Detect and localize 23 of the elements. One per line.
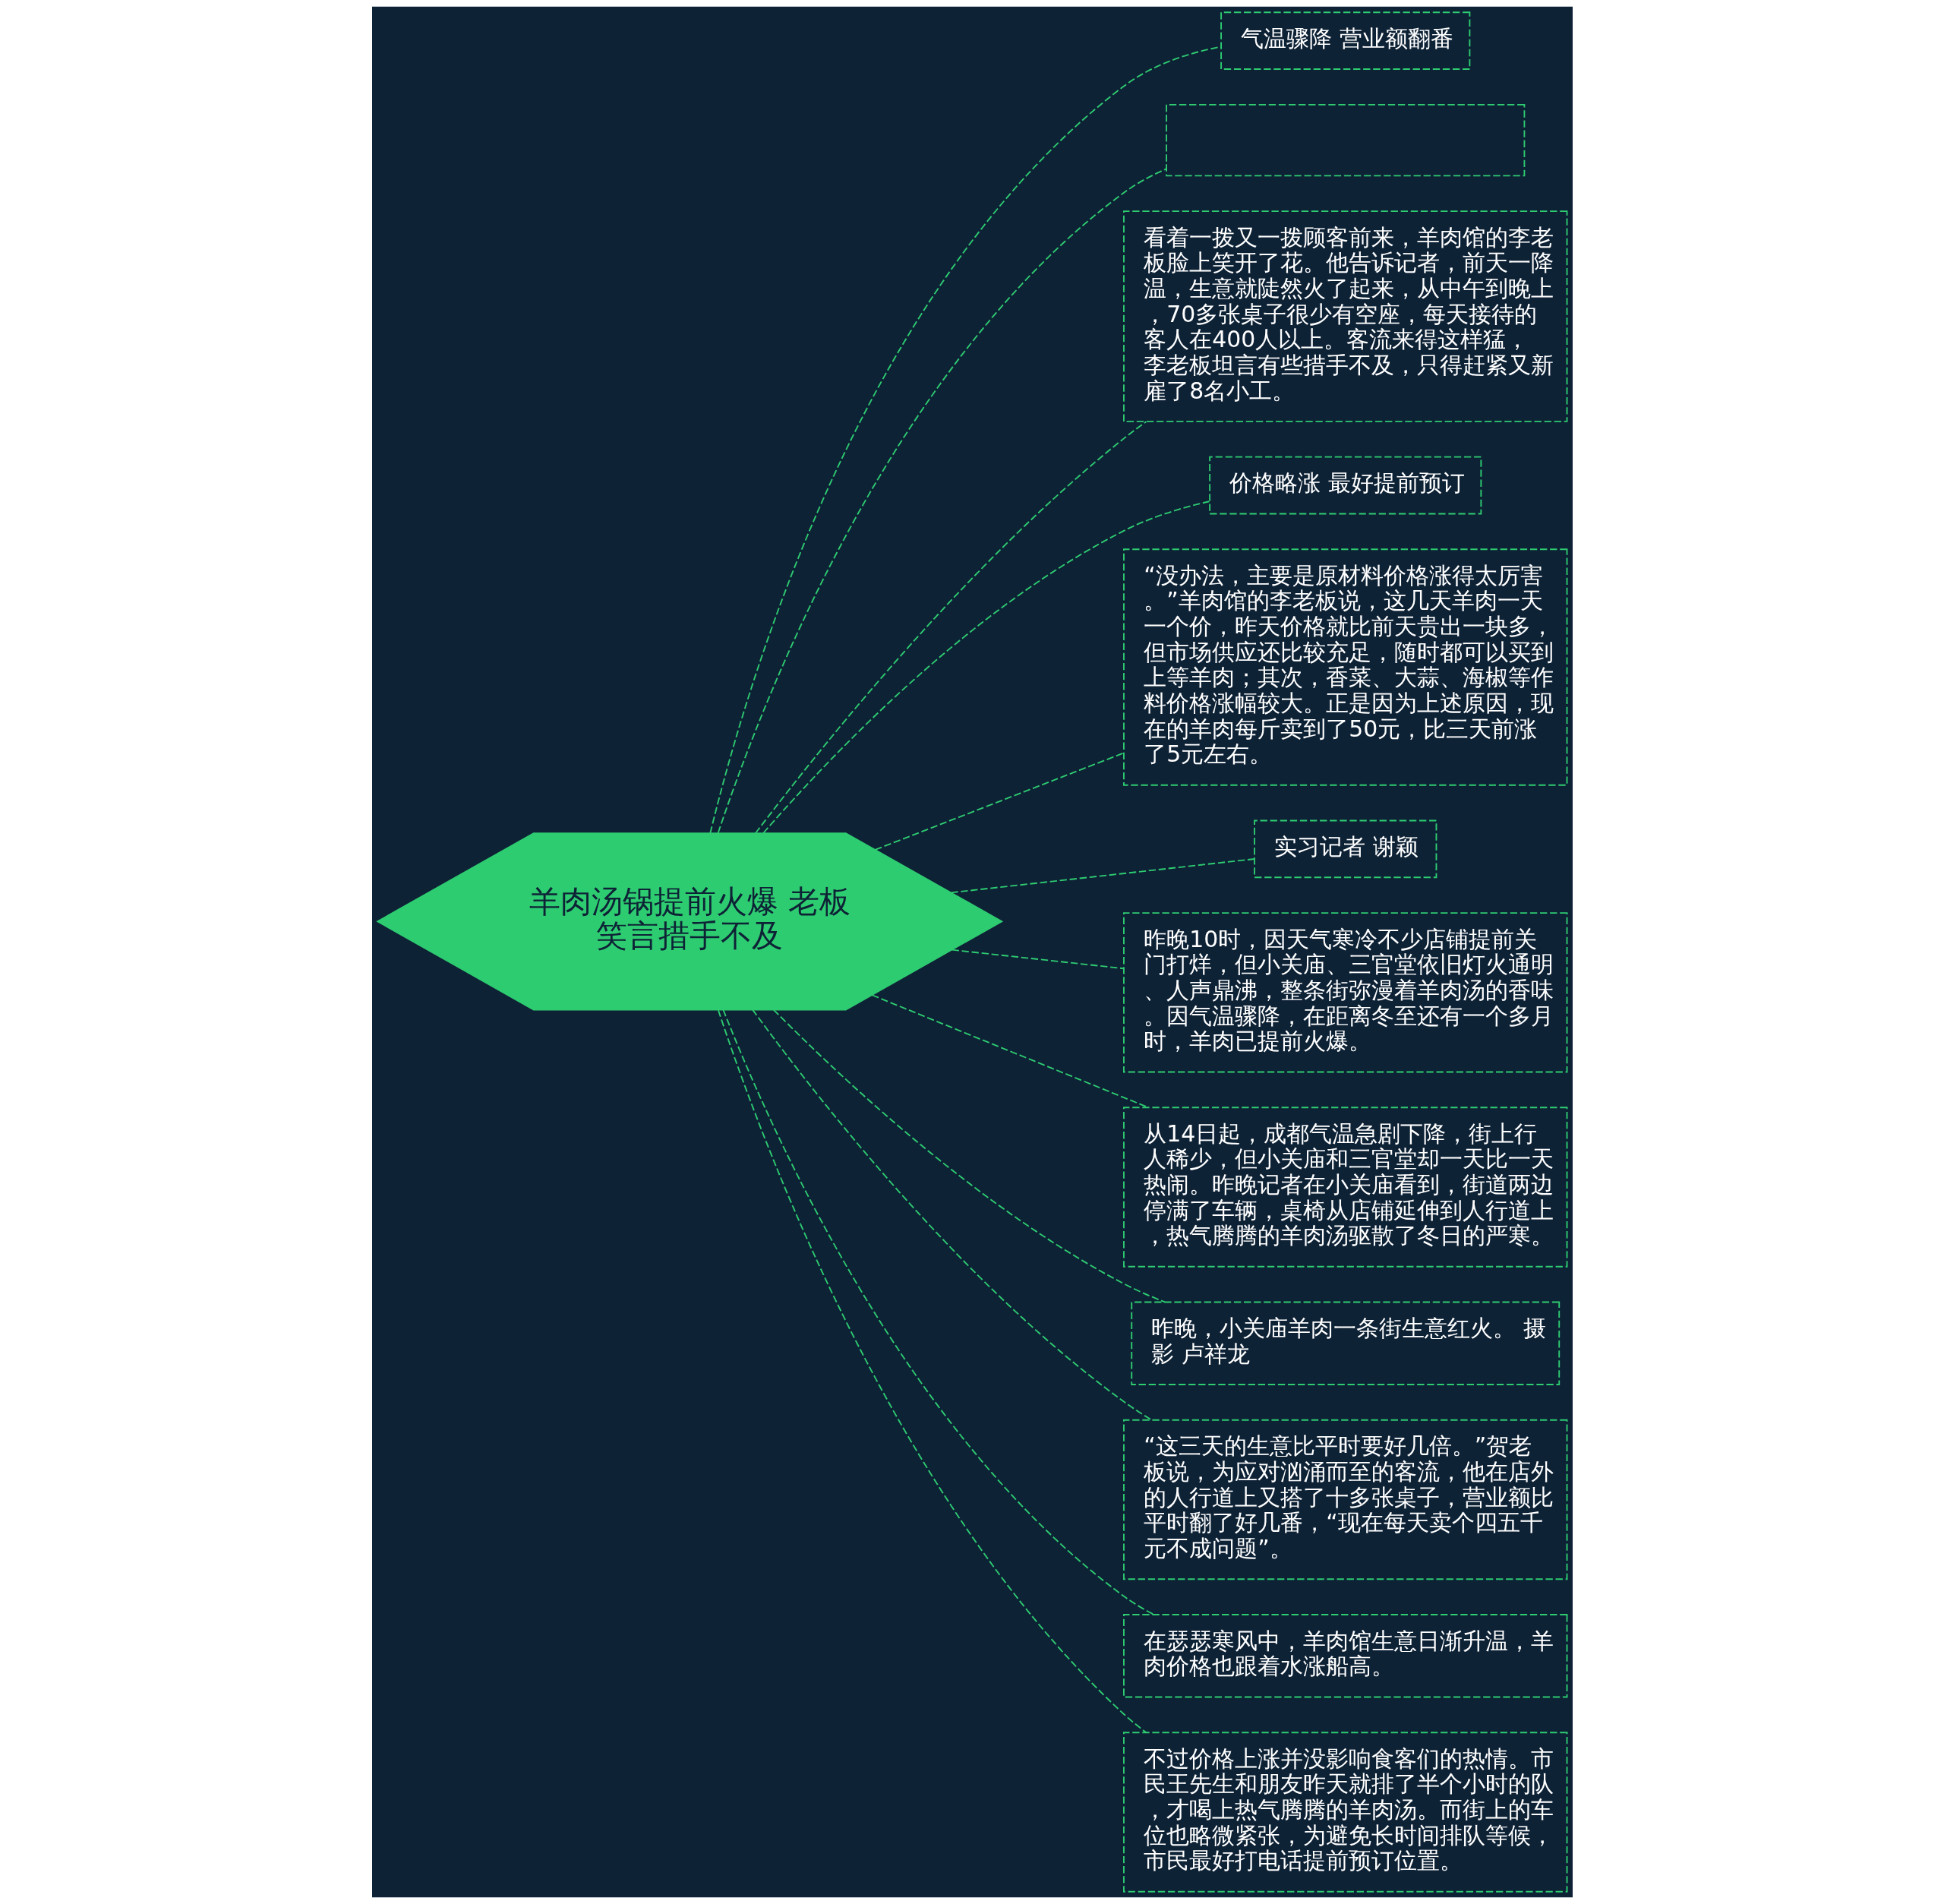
- connector: [874, 752, 1124, 851]
- node-box: 不过价格上涨并没影响食客们的热情。市民王先生和朋友昨天就排了半个小时的队，才喝上热气腾腾的羊肉汤。而街上的车位也略微紧张，为避免长时间排队等候，市民最好打电话提前预订位置。: [1122, 1732, 1567, 1893]
- connector: [772, 1009, 1166, 1303]
- connector: [754, 421, 1147, 834]
- connector: [717, 1009, 1147, 1734]
- connector: [949, 858, 1255, 894]
- connector: [708, 46, 1222, 834]
- connector: [951, 949, 1124, 970]
- node-box: “这三天的生意比平时要好几倍。”贺老板说，为应对汹涌而至的客流，他在店外的人行道上又搭了十多张桌子，营业额比平时翻了好几番，“现在每天卖个四五千元不成问题”。: [1122, 1419, 1567, 1580]
- connector: [717, 168, 1167, 834]
- node-box: “没办法，主要是原材料价格涨得太厉害。”羊肉馆的李老板说，这几天羊肉一天一个价，昨天价格就比前天贵出一块多，但市场供应还比较充足，随时都可以买到上等羊肉；其次，香菜、大蒜、海椒等作料价格涨幅较大。正是因为上述原因，现在的羊肉每斤卖到了50元，比三天前涨了5元左右。: [1122, 548, 1567, 786]
- node-box: 实习记者 谢颖: [1253, 819, 1437, 879]
- node-box: 在瑟瑟寒风中，羊肉馆生意日渐升温，羊肉价格也跟着水涨船高。: [1122, 1614, 1567, 1698]
- node-box: 从14日起，成都气温急剧下降，街上行人稀少，但小关庙和三官堂却一天比一天热闹。昨晚记者在小关庙看到，街道两边停满了车辆，桌椅从店铺延伸到人行道上，热气腾腾的羊肉汤驱散了冬日的严寒。: [1122, 1107, 1567, 1268]
- connector: [762, 500, 1210, 834]
- node-box: 价格略涨 最好提前预订: [1208, 456, 1482, 515]
- node-box: 看着一拨又一拨顾客前来，羊肉馆的李老板脸上笑开了花。他告诉记者，前天一降温，生意就陡然火了起来，从中午到晚上，70多张桌子很少有空座，每天接待的客人在400人以上。客流来得这样猛，李老板坦言有些措手不及，只得赶紧又新雇了8名小工。: [1122, 210, 1567, 422]
- node-box: 气温骤降 营业额翻番: [1220, 11, 1470, 70]
- node-box: 昨晚10时，因天气寒冷不少店铺提前关门打烊，但小关庙、三官堂依旧灯火通明、人声鼎沸，整条街弥漫着羊肉汤的香味。因气温骤降，在距离冬至还有一个多月时，羊肉已提前火爆。: [1122, 912, 1567, 1073]
- connector: [751, 1009, 1152, 1421]
- node-box: [1165, 103, 1525, 177]
- connector: [721, 1009, 1155, 1615]
- node-box: 昨晚，小关庙羊肉一条街生意红火。 摄影 卢祥龙: [1130, 1301, 1560, 1385]
